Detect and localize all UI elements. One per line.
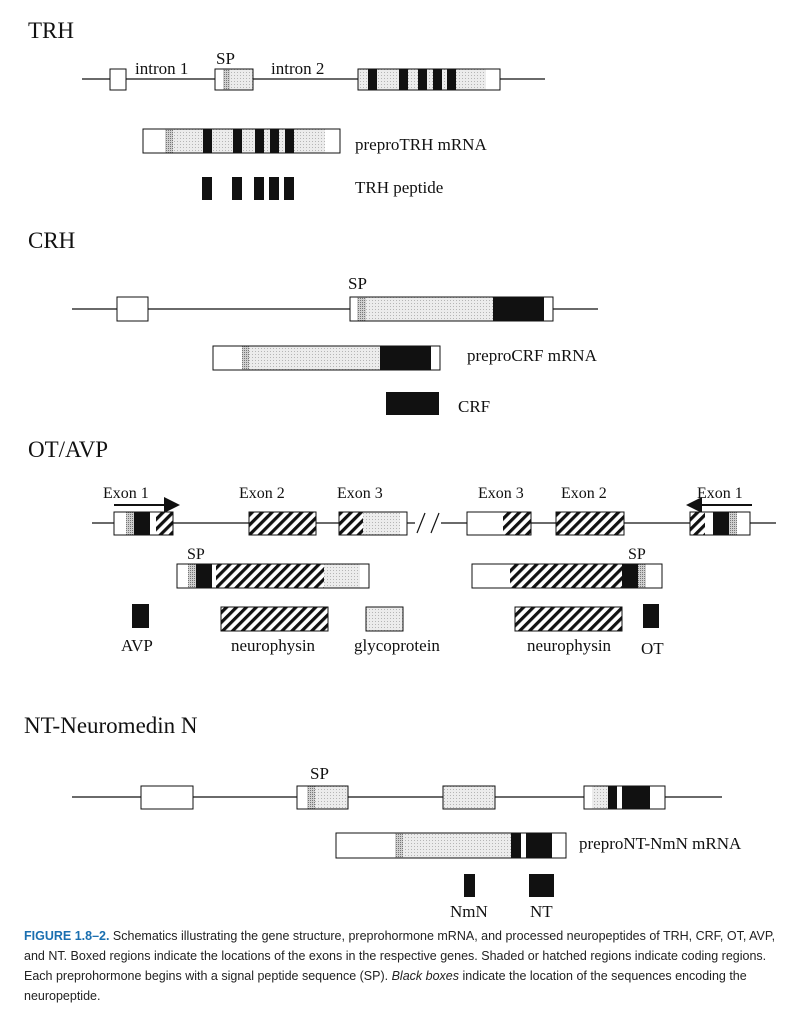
trh-peptide-block — [368, 69, 377, 90]
left-exon2-label: Exon 2 — [239, 485, 285, 502]
neurophysin-right-label: neurophysin — [527, 636, 612, 655]
trh-exon1 — [109, 68, 127, 91]
trh-panel: TRH intron 1 SP intron 2 — [28, 18, 545, 200]
crf-peptide-block — [386, 392, 439, 415]
ntn-mrna — [335, 832, 567, 859]
trh-peptides — [202, 177, 294, 200]
ot-peptide-block — [643, 604, 659, 628]
neurophysin-left-block — [220, 606, 329, 632]
crh-exon1 — [116, 296, 149, 322]
trh-peptide-label: TRH peptide — [355, 178, 443, 197]
caption-text-1: Schematics illustrating the gene structu… — [24, 929, 776, 983]
otavp-panel: OT/AVP Exon 1 Exon 2 Exon 3 Exon 3 Exon … — [28, 437, 776, 658]
avp-peptide-block — [132, 604, 149, 628]
trh-intron1-label: intron 1 — [135, 59, 188, 78]
trh-exon2 — [214, 68, 254, 91]
trh-peptide-block — [418, 69, 427, 90]
crh-exon2 — [349, 296, 554, 322]
ntn-sp-label: SP — [310, 764, 329, 783]
avp-gene-exon3 — [338, 511, 408, 536]
ntn-exon2 — [296, 785, 349, 810]
ot-gene-exon2 — [555, 511, 625, 536]
nt-label: NT — [530, 902, 553, 920]
trh-peptide-block — [447, 69, 456, 90]
trh-peptide-block — [399, 69, 408, 90]
trh-peptide-block — [433, 69, 442, 90]
break-mark — [430, 512, 440, 534]
ntn-exon3 — [442, 785, 496, 810]
crh-panel: CRH SP preproCRF mRNA CRF — [28, 228, 598, 416]
figure-caption: FIGURE 1.8–2. Schematics illustrating th… — [24, 926, 776, 1006]
avp-mrna — [176, 563, 370, 589]
glycoprotein-block — [365, 606, 404, 632]
nmn-peptide-block — [464, 874, 475, 897]
caption-italic: Black boxes — [391, 969, 459, 983]
crh-sp-label: SP — [348, 274, 367, 293]
right-exon2-label: Exon 2 — [561, 485, 607, 502]
trh-exon3 — [357, 68, 501, 91]
avp-gene-exon2 — [248, 511, 317, 536]
ot-sp-label: SP — [628, 546, 646, 563]
ntn-panel: NT-Neuromedin N SP preproNT-NmN mRNA — [24, 713, 742, 920]
crh-mrna — [212, 345, 441, 371]
otavp-title: OT/AVP — [28, 437, 108, 462]
ot-label: OT — [641, 639, 664, 658]
left-exon1-label: Exon 1 — [103, 485, 149, 502]
crf-peptide-label: CRF — [458, 397, 490, 416]
ot-gene-exon3 — [466, 511, 532, 536]
nmn-label: NmN — [450, 902, 488, 920]
gene-structure-figure: TRH intron 1 SP intron 2 — [24, 18, 776, 920]
trh-mrna-label: preproTRH mRNA — [355, 135, 487, 154]
ntn-mrna-label: preproNT-NmN mRNA — [579, 834, 742, 853]
avp-label: AVP — [121, 636, 153, 655]
left-exon3-label: Exon 3 — [337, 485, 383, 502]
avp-sp-label: SP — [187, 546, 205, 563]
right-exon3-label: Exon 3 — [478, 485, 524, 502]
trh-title: TRH — [28, 18, 74, 43]
break-mark — [416, 512, 426, 534]
ot-mrna — [471, 563, 663, 589]
caption-text-2: indicate the location of the sequences e… — [24, 969, 747, 1003]
trh-sp-label: SP — [216, 49, 235, 68]
trh-intron2-label: intron 2 — [271, 59, 324, 78]
neurophysin-right-block — [514, 606, 623, 632]
ntn-title: NT-Neuromedin N — [24, 713, 198, 738]
figure-label: FIGURE 1.8–2. — [24, 929, 110, 943]
ot-gene-exon1 — [689, 511, 751, 536]
neurophysin-left-label: neurophysin — [231, 636, 316, 655]
glycoprotein-label: glycoprotein — [354, 636, 440, 655]
ntn-exon1 — [140, 785, 194, 810]
ntn-exon4 — [583, 785, 666, 810]
nt-peptide-block — [529, 874, 554, 897]
trh-mrna — [142, 128, 341, 154]
crh-title: CRH — [28, 228, 75, 253]
right-exon1-label: Exon 1 — [697, 485, 743, 502]
avp-gene-exon1 — [113, 511, 174, 536]
crh-mrna-label: preproCRF mRNA — [467, 346, 598, 365]
